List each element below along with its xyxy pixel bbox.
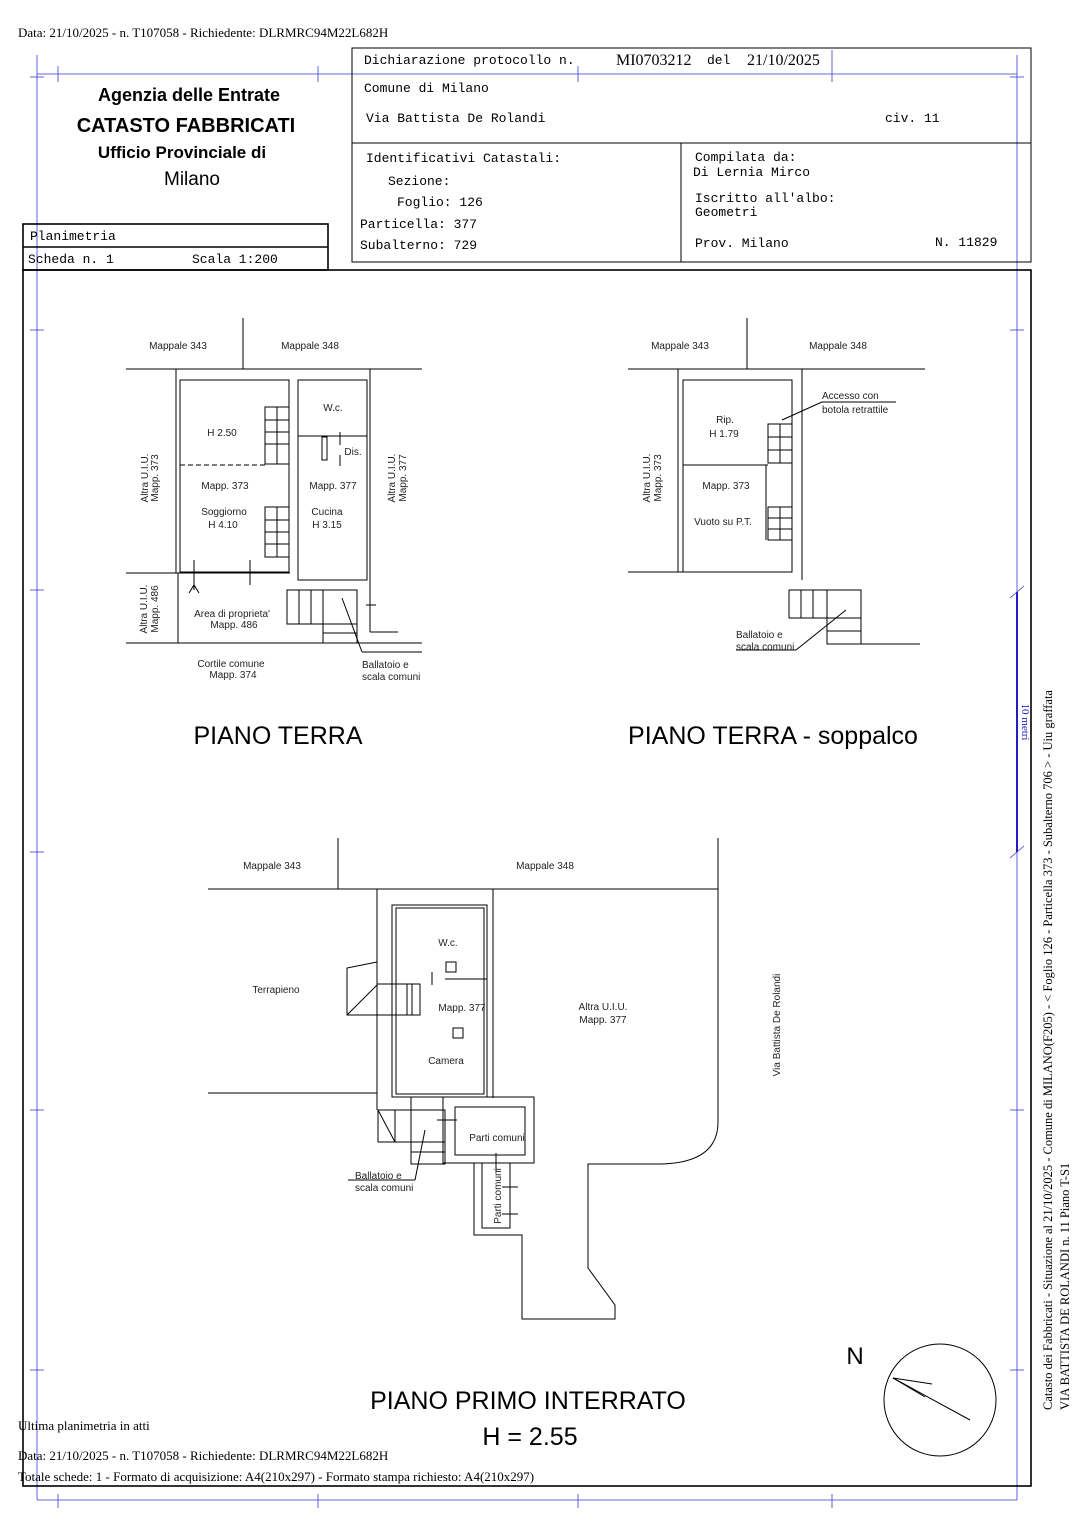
civico: civ. 11 [885,111,940,126]
agency-block: Agenzia delle Entrate CATASTO FABBRICATI… [77,85,296,190]
label-altra-373: Mapp. 373 [653,454,664,502]
footer-format-info: Totale schede: 1 - Formato di acquisizio… [18,1469,534,1484]
label-parti-comuni-vertical: Parti comuni [493,1168,504,1224]
label-altra-486: Mapp. 486 [150,585,161,633]
plan-title: PIANO PRIMO INTERRATO [370,1387,686,1415]
ufficio-city: Milano [164,169,220,190]
label-h179: H 1.79 [709,429,739,440]
label-area-mapp: Mapp. 486 [210,620,258,631]
label-parti-comuni: Parti comuni [469,1133,525,1144]
scheda-label: Scheda n. 1 [28,252,114,267]
label-mapp-373: Mapp. 373 [201,481,249,492]
label-terrapieno: Terrapieno [252,985,300,996]
label-ballatoio: Ballatoio e [362,660,409,671]
ultima-planimetria: Ultima planimetria in atti [18,1418,150,1433]
label-wc: W.c. [323,403,342,414]
iscrizione-number: N. 11829 [935,235,997,250]
side-address: VIA BATTISTA DE ROLANDI n. 11 Piano T-S1 [1058,1163,1072,1410]
iscritto-label: Iscritto all'albo: [695,191,835,206]
label-h410: H 4.10 [208,520,238,531]
protocollo-number: MI0703212 [616,52,692,69]
plan-title: PIANO TERRA [193,722,362,750]
north-label: N [846,1343,863,1370]
label-rip: Rip. [716,415,734,426]
request-info: Data: 21/10/2025 - n. T107058 - Richiede… [18,25,388,40]
catasto-title: CATASTO FABBRICATI [77,115,296,137]
label-mappale-343: Mappale 343 [651,341,709,352]
sezione: Sezione: [388,174,450,189]
albo: Geometri [695,205,758,220]
label-h315: H 3.15 [312,520,342,531]
label-scala-comuni: scala comuni [355,1183,413,1194]
label-scala-comuni: scala comuni [736,642,794,653]
ufficio-label: Ufficio Provinciale di [98,143,266,162]
label-mapp-373: Mapp. 373 [702,481,750,492]
label-mapp-377: Mapp. 377 [438,1003,486,1014]
label-mapp-377: Mapp. 377 [309,481,357,492]
label-mappale-343: Mappale 343 [149,341,207,352]
plan-height: H = 2.55 [482,1423,577,1451]
label-area-proprieta: Area di proprieta' [194,609,270,620]
label-mappale-348: Mappale 348 [809,341,867,352]
scala-label: Scala 1:200 [192,252,278,267]
label-wc: W.c. [438,938,457,949]
side-info: Catasto dei Fabbricati - Situazione al 2… [1041,690,1055,1410]
label-altra-373: Mapp. 373 [150,454,161,502]
particella: Particella: 377 [360,217,477,232]
del-label: del [707,53,731,68]
label-accesso: Accesso con [822,391,879,402]
subalterno: Subalterno: 729 [360,238,477,253]
label-cortile-mapp: Mapp. 374 [209,670,257,681]
plan-piano-terra: Mappale 343 Mappale 348 H 2.50 Mapp. 373… [126,318,422,750]
address: Via Battista De Rolandi [366,111,546,126]
label-mappale-343: Mappale 343 [243,861,301,872]
label-dis: Dis. [344,447,361,458]
label-h250: H 2.50 [207,428,237,439]
foglio: Foglio: 126 [397,195,483,210]
label-ballatoio: Ballatoio e [736,630,783,641]
label-altra-uiu: Altra U.I.U. [139,585,150,634]
compilata-label: Compilata da: [695,150,796,165]
scale-bar: 10 metri [1009,585,1031,859]
label-cucina: Cucina [311,507,343,518]
plan-piano-terra-soppalco: Mappale 343 Mappale 348 Rip. H 1.79 Mapp… [628,318,925,750]
label-via: Via Battista De Rolandi [772,974,783,1077]
label-altra-uiu: Altra U.I.U. [642,454,653,503]
label-mappale-348: Mappale 348 [281,341,339,352]
label-vuoto: Vuoto su P.T. [694,517,752,528]
label-soggiorno: Soggiorno [201,507,247,518]
plan-piano-primo-interrato: Mappale 343 Mappale 348 Terrapieno W.c. … [208,838,783,1451]
dichiarazione-label: Dichiarazione protocollo n. [364,53,575,68]
north-arrow-icon: N [846,1343,997,1457]
label-scala-comuni: scala comuni [362,672,420,683]
planimetria-label: Planimetria [30,229,116,244]
label-cortile: Cortile comune [197,659,265,670]
provincia: Prov. Milano [695,236,789,251]
protocollo-date: 21/10/2025 [747,52,820,69]
label-altra-uiu: Altra U.I.U. [579,1002,628,1013]
label-altra-uiu: Altra U.I.U. [140,454,151,503]
label-altra-uiu: Altra U.I.U. [387,454,398,503]
label-ballatoio: Ballatoio e [355,1171,402,1182]
label-altra-377: Mapp. 377 [398,454,409,502]
comune: Comune di Milano [364,81,489,96]
declaration-box [351,47,1032,263]
compilatore: Di Lernia Mirco [693,165,810,180]
label-mappale-348: Mappale 348 [516,861,574,872]
plan-title: PIANO TERRA - soppalco [628,722,918,750]
footer-request-info: Data: 21/10/2025 - n. T107058 - Richiede… [18,1448,388,1463]
agency-name: Agenzia delle Entrate [98,85,280,105]
blue-frame [30,50,1024,1508]
identificativi-label: Identificativi Catastali: [366,151,561,166]
label-camera: Camera [428,1056,464,1067]
drawing-frame [22,269,1032,1487]
label-altra-377: Mapp. 377 [579,1015,627,1026]
scale-bar-label: 10 metri [1019,704,1031,741]
label-botola: botola retrattile [822,405,889,416]
